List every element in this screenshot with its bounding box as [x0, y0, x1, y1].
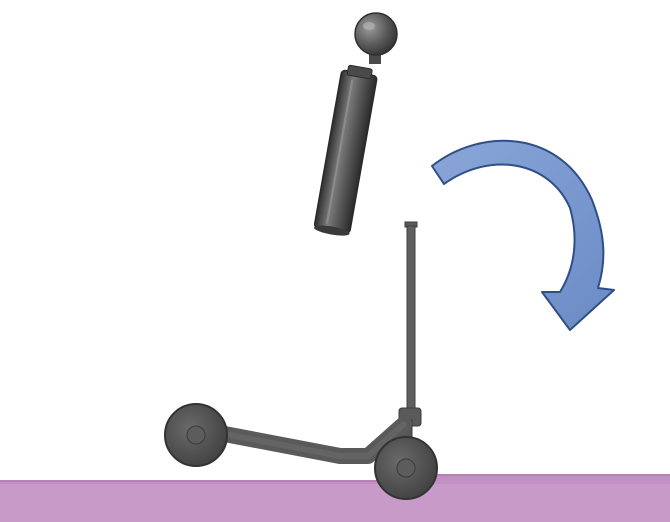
front-wheel-icon — [375, 437, 437, 499]
scooter — [165, 222, 437, 499]
ground-strip — [0, 474, 670, 522]
grip-ball-icon — [355, 13, 397, 64]
rear-wheel-icon — [165, 404, 227, 466]
rotation-arrow — [432, 141, 614, 330]
handle-grip — [313, 13, 397, 238]
